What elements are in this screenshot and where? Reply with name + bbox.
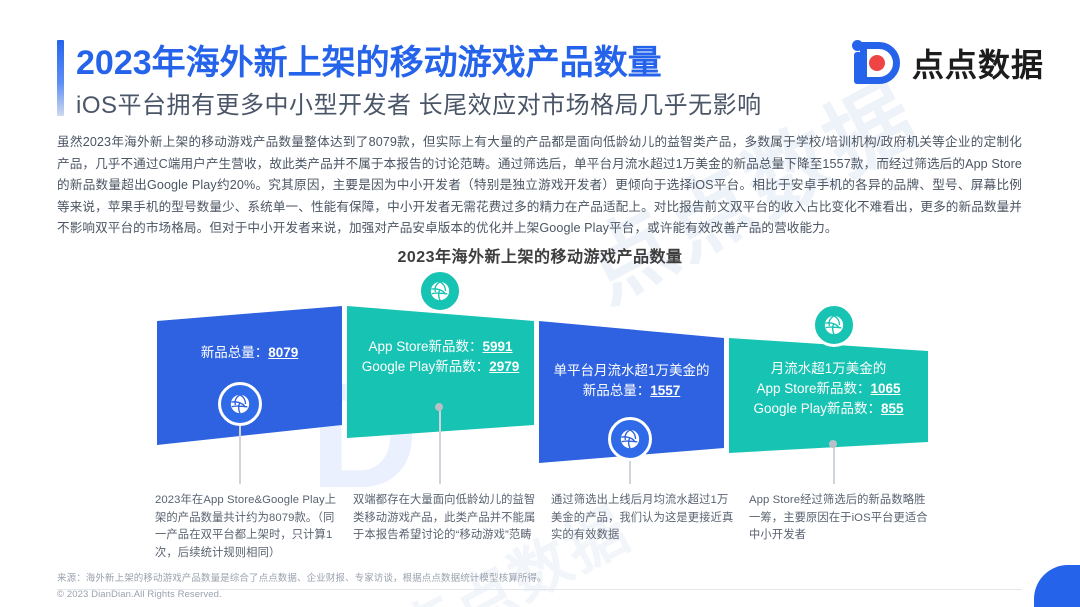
globe-network-icon <box>824 315 844 335</box>
connector-line-2 <box>439 407 441 484</box>
segment-3-line2-value: 1557 <box>650 383 681 398</box>
segment-4-line3-label: Google Play新品数： <box>753 401 881 416</box>
funnel-segment-3-label: 单平台月流水超1万美金的 新品总量：1557 <box>539 361 724 401</box>
segment-2-line1-label: App Store新品数： <box>368 339 483 354</box>
connector-dot-4 <box>829 440 837 448</box>
copyright-note: © 2023 DianDian.All Rights Reserved. <box>57 589 222 600</box>
globe-network-icon <box>620 429 640 449</box>
segment-4-line1-label: 月流水超1万美金的 <box>770 361 887 376</box>
connector-line-1 <box>239 426 241 484</box>
funnel-shapes <box>157 306 928 463</box>
segment-3-line1-label: 单平台月流水超1万美金的 <box>553 363 710 378</box>
segment-2-line1-value: 5991 <box>482 339 513 354</box>
funnel-segment-1-label: 新品总量：8079 <box>157 343 342 363</box>
annotation-2: 双端都存在大量面向低龄幼儿的益智类移动游戏产品，此类产品并不能属于本报告希望讨论… <box>353 494 536 541</box>
segment-2-line2-value: 2979 <box>489 359 520 374</box>
globe-network-icon-badge-4[interactable] <box>812 303 856 347</box>
connector-line-3 <box>629 461 631 484</box>
body-paragraph: 虽然2023年海外新上架的移动游戏产品数量整体达到了8079款，但实际上有大量的… <box>57 135 1022 235</box>
connector-line-4 <box>833 444 835 484</box>
chart-title: 2023年海外新上架的移动游戏产品数量 <box>397 249 683 266</box>
funnel-segment-4-shape[interactable] <box>729 338 928 453</box>
funnel-segment-2-shape[interactable] <box>347 306 534 438</box>
funnel-segment-3-shape[interactable] <box>539 321 724 463</box>
globe-network-icon-badge-2[interactable] <box>418 269 462 313</box>
segment-1-line1-label: 新品总量： <box>200 345 269 360</box>
segment-4-line2-value: 1065 <box>870 381 901 396</box>
segment-1-line1-value: 8079 <box>268 345 299 360</box>
page-subtitle: iOS平台拥有更多中小型开发者 长尾效应对市场格局几乎无影响 <box>76 92 762 119</box>
globe-network-icon <box>230 394 250 414</box>
funnel-segment-4-label: 月流水超1万美金的 App Store新品数：1065 Google Play新… <box>729 359 928 419</box>
brand-logo-text: 点点数据 <box>911 47 1044 83</box>
annotation-1: 2023年在App Store&Google Play上架的产品数量共计约为80… <box>155 494 337 559</box>
annotation-4: App Store经过筛选后的新品数略胜一筹，主要原因在于iOS平台更适合中小开… <box>749 494 928 541</box>
segment-3-line2-label: 新品总量： <box>582 383 651 398</box>
segment-2-line2-label: Google Play新品数： <box>361 359 490 374</box>
title-accent-bar <box>57 40 64 116</box>
source-note: 来源：海外新上架的移动游戏产品数量是综合了点点数据、企业财报、专家访谈，根据点点… <box>57 570 1022 590</box>
funnel-chart: 新品总量：8079 App Store新品数：5991 Google Play新… <box>0 269 1080 495</box>
funnel-segment-2-label: App Store新品数：5991 Google Play新品数：2979 <box>347 337 534 377</box>
globe-network-icon-badge-1[interactable] <box>218 382 262 426</box>
page-title: 2023年海外新上架的移动游戏产品数量 <box>76 44 662 82</box>
brand-logo: 点点数据 <box>850 40 1044 86</box>
diandian-d-logo-icon <box>850 40 902 86</box>
globe-network-icon-badge-3[interactable] <box>608 417 652 461</box>
connector-dot-2 <box>435 403 443 411</box>
segment-4-line2-label: App Store新品数： <box>756 381 871 396</box>
segment-4-line3-value: 855 <box>881 401 904 416</box>
corner-decoration <box>1034 565 1080 607</box>
annotation-3: 通过筛选出上线后月均流水超过1万美金的产品，我们认为这是更接近真实的有效数据 <box>551 494 734 541</box>
funnel-segment-1-shape[interactable] <box>157 306 342 445</box>
globe-network-icon <box>430 281 450 301</box>
